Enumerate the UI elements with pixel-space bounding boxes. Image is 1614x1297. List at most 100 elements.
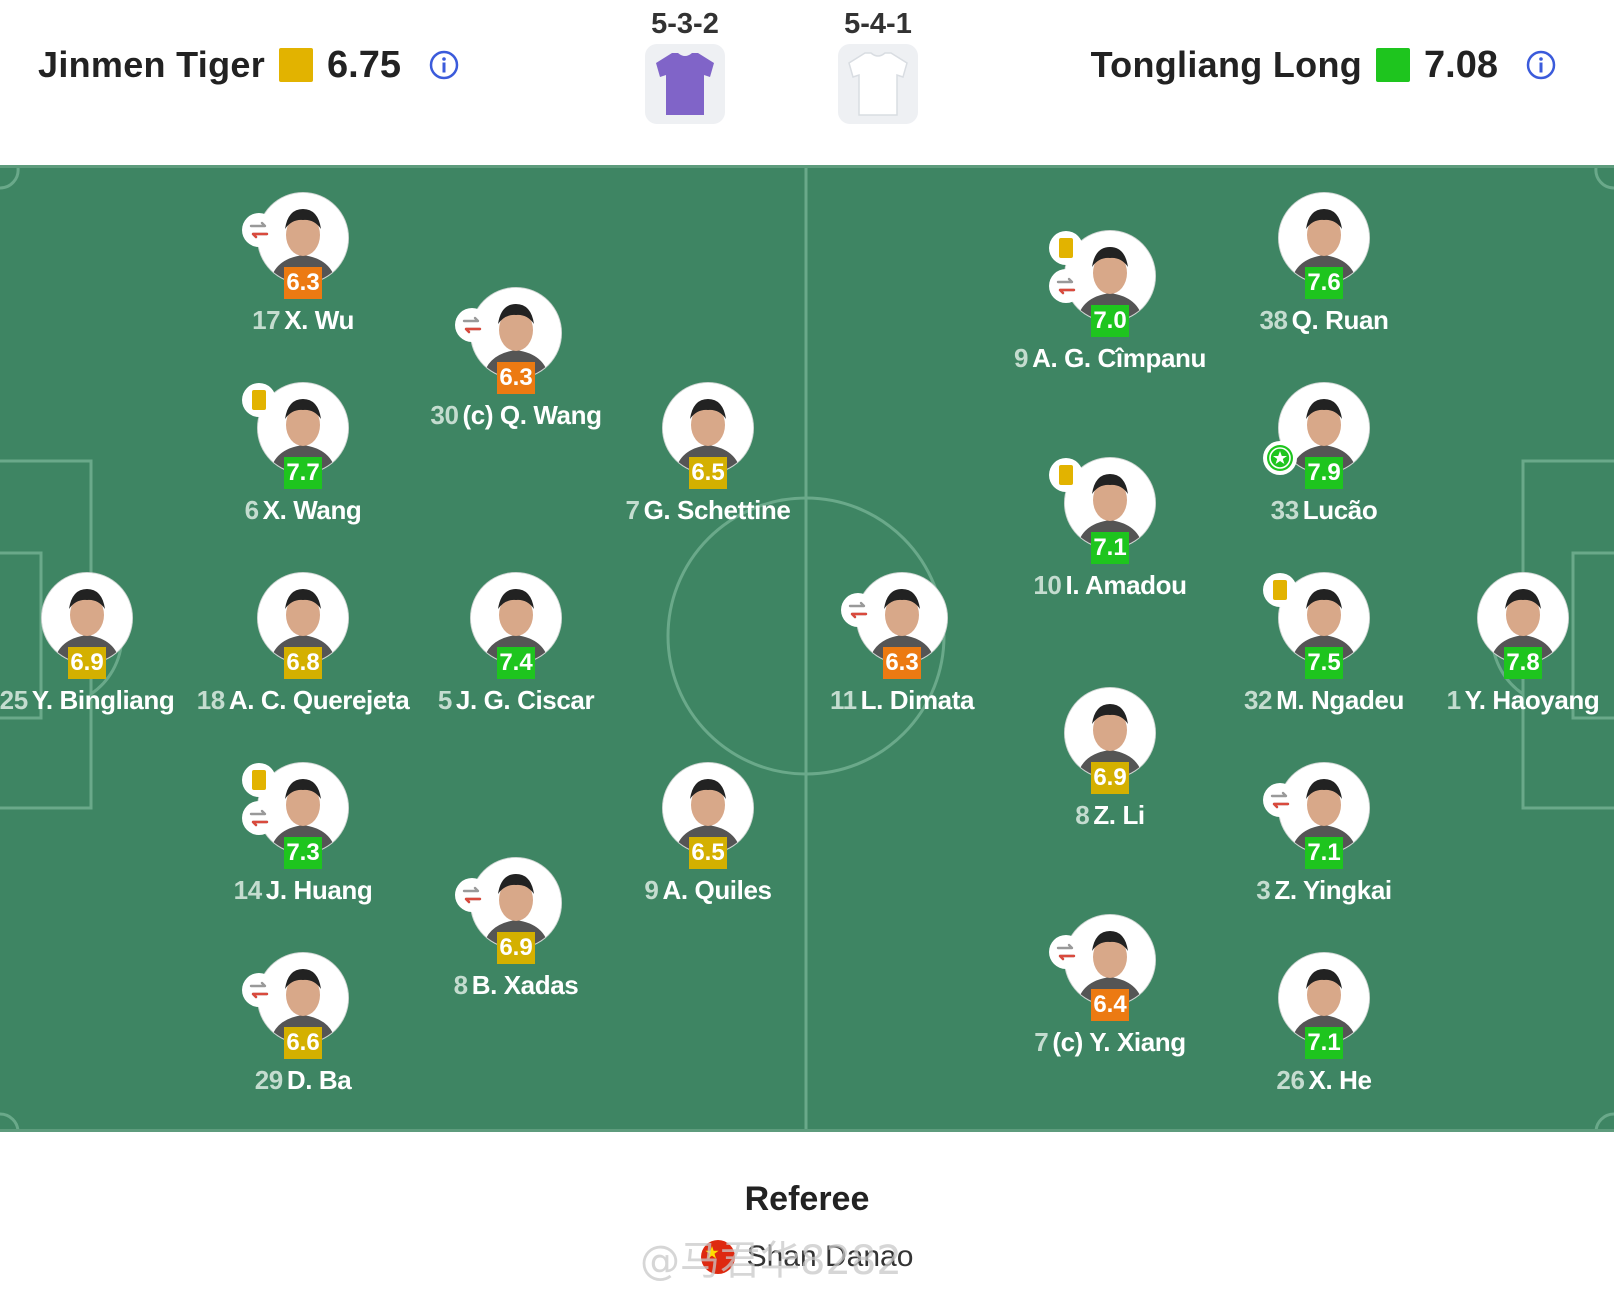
player-avatar-wrap: 7.7 bbox=[242, 383, 348, 489]
info-icon[interactable] bbox=[429, 50, 459, 80]
away-jersey-icon bbox=[838, 44, 918, 124]
player-avatar-wrap: 7.1 bbox=[1279, 953, 1369, 1059]
player-avatar-wrap: 7.1 bbox=[1263, 763, 1369, 869]
watermark: @马君华8282 bbox=[640, 1238, 902, 1284]
player-p30[interactable]: 6.3 30(c) Q. Wang bbox=[396, 288, 636, 431]
away-team-name[interactable]: Tongliang Long bbox=[1090, 44, 1363, 85]
player-rating: 7.3 bbox=[284, 837, 322, 869]
substitution-icon bbox=[1049, 935, 1083, 969]
substitution-icon bbox=[242, 801, 276, 835]
home-jersey-icon bbox=[645, 44, 725, 124]
player-avatar-wrap: 6.3 bbox=[455, 288, 561, 394]
player-number: 11 bbox=[829, 685, 857, 715]
player-name: X. He bbox=[1308, 1065, 1372, 1095]
player-rating: 7.0 bbox=[1091, 305, 1129, 337]
player-number: 17 bbox=[252, 305, 281, 335]
player-name: X. Wu bbox=[284, 305, 354, 335]
referee-name[interactable]: Shan Danao bbox=[746, 1240, 914, 1273]
player-avatar-wrap: 6.5 bbox=[663, 383, 753, 489]
player-name: J. G. Ciscar bbox=[455, 685, 595, 715]
player-name: B. Xadas bbox=[471, 970, 579, 1000]
player-avatar-wrap: 6.9 bbox=[42, 573, 132, 679]
player-avatar-wrap: 6.8 bbox=[258, 573, 348, 679]
player-rating: 7.8 bbox=[1504, 647, 1542, 679]
player-name: Y. Haoyang bbox=[1464, 685, 1600, 715]
player-number: 25 bbox=[0, 685, 28, 715]
player-rating: 6.3 bbox=[497, 362, 535, 394]
player-rating: 7.5 bbox=[1305, 647, 1343, 679]
player-number: 14 bbox=[233, 875, 263, 905]
yellow-card-icon bbox=[1263, 573, 1297, 607]
player-name: L. Dimata bbox=[860, 685, 975, 715]
player-rating: 6.6 bbox=[284, 1027, 322, 1059]
player-number: 8 bbox=[1075, 800, 1090, 830]
player-number: 26 bbox=[1276, 1065, 1305, 1095]
player-number: 6 bbox=[244, 495, 259, 525]
match-header: Jinmen Tiger 6.75 5-3-2 5-4-1 Tongliang … bbox=[0, 0, 1614, 165]
player-number: 32 bbox=[1244, 685, 1273, 715]
player-avatar-wrap: 6.4 bbox=[1049, 915, 1155, 1021]
player-name: Y. Bingliang bbox=[31, 685, 175, 715]
match-footer: Referee Shan Danao bbox=[0, 1132, 1614, 1297]
player-name: Q. Ruan bbox=[1291, 305, 1389, 335]
player-p7b[interactable]: 6.4 7(c) Y. Xiang bbox=[990, 915, 1230, 1058]
player-name: M. Ngadeu bbox=[1276, 685, 1404, 715]
player-rating: 6.5 bbox=[689, 457, 727, 489]
player-rating: 6.4 bbox=[1091, 989, 1129, 1021]
player-number: 7 bbox=[1034, 1027, 1049, 1057]
player-avatar-wrap: 7.1 bbox=[1049, 458, 1155, 564]
player-label: 30(c) Q. Wang bbox=[396, 400, 636, 431]
player-number: 9 bbox=[1014, 343, 1029, 373]
player-rating: 6.8 bbox=[284, 647, 322, 679]
info-icon[interactable] bbox=[1526, 50, 1556, 80]
player-label: 7(c) Y. Xiang bbox=[990, 1027, 1230, 1058]
player-photo[interactable] bbox=[663, 383, 753, 473]
home-team-name[interactable]: Jinmen Tiger bbox=[38, 44, 266, 85]
player-rating: 6.9 bbox=[497, 932, 535, 964]
away-team-rating-box bbox=[1376, 48, 1411, 82]
player-number: 1 bbox=[1446, 685, 1461, 715]
player-number: 18 bbox=[196, 685, 226, 715]
player-photo[interactable] bbox=[1279, 953, 1369, 1043]
player-avatar-wrap: 6.3 bbox=[242, 193, 348, 299]
player-avatar-wrap: 7.0 bbox=[1049, 231, 1155, 337]
player-rating: 7.4 bbox=[497, 647, 535, 679]
yellow-card-icon bbox=[242, 763, 276, 797]
player-number: 5 bbox=[437, 685, 452, 715]
home-team-summary: Jinmen Tiger 6.75 bbox=[38, 40, 459, 90]
home-team-rating-box bbox=[279, 48, 314, 82]
